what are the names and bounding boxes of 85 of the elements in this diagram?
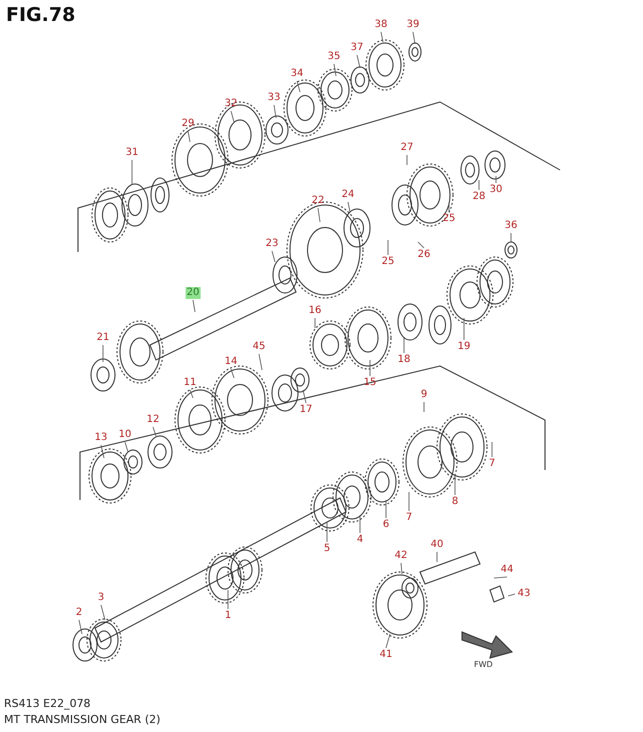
callout-number: 33 — [266, 92, 282, 104]
leader-line — [400, 562, 402, 574]
callout-number: 40 — [430, 539, 444, 551]
leader-line — [356, 54, 360, 68]
callout-number: 25 — [442, 213, 456, 225]
callout-number: 41 — [378, 649, 394, 661]
leader-line — [412, 32, 416, 44]
leader-line — [100, 444, 104, 458]
leader-line — [152, 426, 156, 436]
leader-line — [100, 604, 106, 620]
leader-line — [230, 110, 234, 122]
callout-number: 2 — [74, 607, 84, 619]
callout-number: 17 — [298, 404, 314, 416]
callout-number: 29 — [180, 118, 196, 130]
callout-number: 8 — [450, 496, 460, 508]
callout-number: 43 — [516, 588, 532, 600]
leader-line — [334, 64, 336, 76]
leader-line — [230, 368, 234, 378]
callout-number: 25 — [380, 256, 396, 268]
leader-line — [258, 354, 262, 370]
callout-number: 7 — [488, 458, 496, 470]
leader-line — [408, 492, 410, 512]
callout-number: 9 — [420, 389, 428, 401]
callout-number: 12 — [146, 414, 160, 426]
callout-number: 18 — [396, 354, 412, 366]
callout-number: 16 — [308, 305, 322, 317]
leader-line — [188, 130, 190, 142]
leader-line — [124, 442, 128, 452]
leader-line — [436, 552, 438, 562]
leader-line — [478, 180, 480, 190]
callout-number: 24 — [340, 189, 356, 201]
callout-number: 31 — [124, 147, 140, 159]
callout-number: 11 — [182, 377, 198, 389]
callout-number: 6 — [382, 519, 390, 531]
callout-number: 4 — [356, 534, 364, 546]
callout-number: 26 — [416, 249, 432, 261]
leader-line — [296, 80, 300, 92]
callout-number: 5 — [322, 543, 332, 555]
callout-number: 20 — [186, 287, 200, 299]
callout-number: 38 — [374, 19, 388, 31]
callout-number: 7 — [404, 512, 414, 524]
callout-number: 44 — [500, 564, 514, 576]
leader-line — [418, 242, 424, 248]
callout-number: 28 — [472, 191, 486, 203]
leader-line — [302, 390, 306, 404]
leader-line — [102, 344, 104, 362]
leader-line — [272, 250, 276, 262]
leader-line — [274, 104, 276, 118]
drawing-code: RS413 E22_078 — [4, 697, 91, 710]
callout-number: 23 — [264, 238, 280, 250]
leader-line — [326, 522, 328, 542]
callout-number: 27 — [400, 142, 414, 154]
callout-number: 39 — [406, 19, 420, 31]
leader-line — [314, 318, 316, 328]
leader-line — [494, 576, 508, 578]
callout-number: 22 — [310, 195, 326, 207]
callout-number: 13 — [94, 432, 108, 444]
leader-line — [348, 202, 350, 212]
callout-number: 10 — [118, 429, 132, 441]
leader-line — [454, 474, 456, 496]
leader-line — [318, 208, 320, 222]
leader-line — [508, 594, 516, 596]
callout-number: 19 — [456, 341, 472, 353]
leader-line — [192, 300, 196, 312]
callout-number: 34 — [290, 68, 304, 80]
callout-number: 21 — [96, 332, 110, 344]
figure-caption: MT TRANSMISSION GEAR (2) — [4, 713, 160, 726]
figure-title: FIG.78 — [6, 4, 76, 26]
callout-number: 1 — [224, 610, 232, 622]
direction-label: FWD — [474, 660, 493, 669]
leader-line — [78, 620, 82, 634]
callout-number: 36 — [504, 220, 518, 232]
callout-number: 14 — [224, 356, 238, 368]
leader-line — [386, 634, 390, 648]
leader-line — [406, 154, 408, 166]
leader-line — [190, 390, 194, 398]
leader-line — [380, 32, 384, 42]
callout-number: 3 — [96, 592, 106, 604]
callout-number: 30 — [488, 184, 504, 196]
leader-line — [448, 204, 450, 212]
callout-number: 42 — [394, 550, 408, 562]
callout-number: 35 — [326, 51, 342, 63]
callout-number: 45 — [252, 341, 266, 353]
leader-line — [510, 232, 512, 242]
callout-number: 37 — [350, 42, 364, 54]
